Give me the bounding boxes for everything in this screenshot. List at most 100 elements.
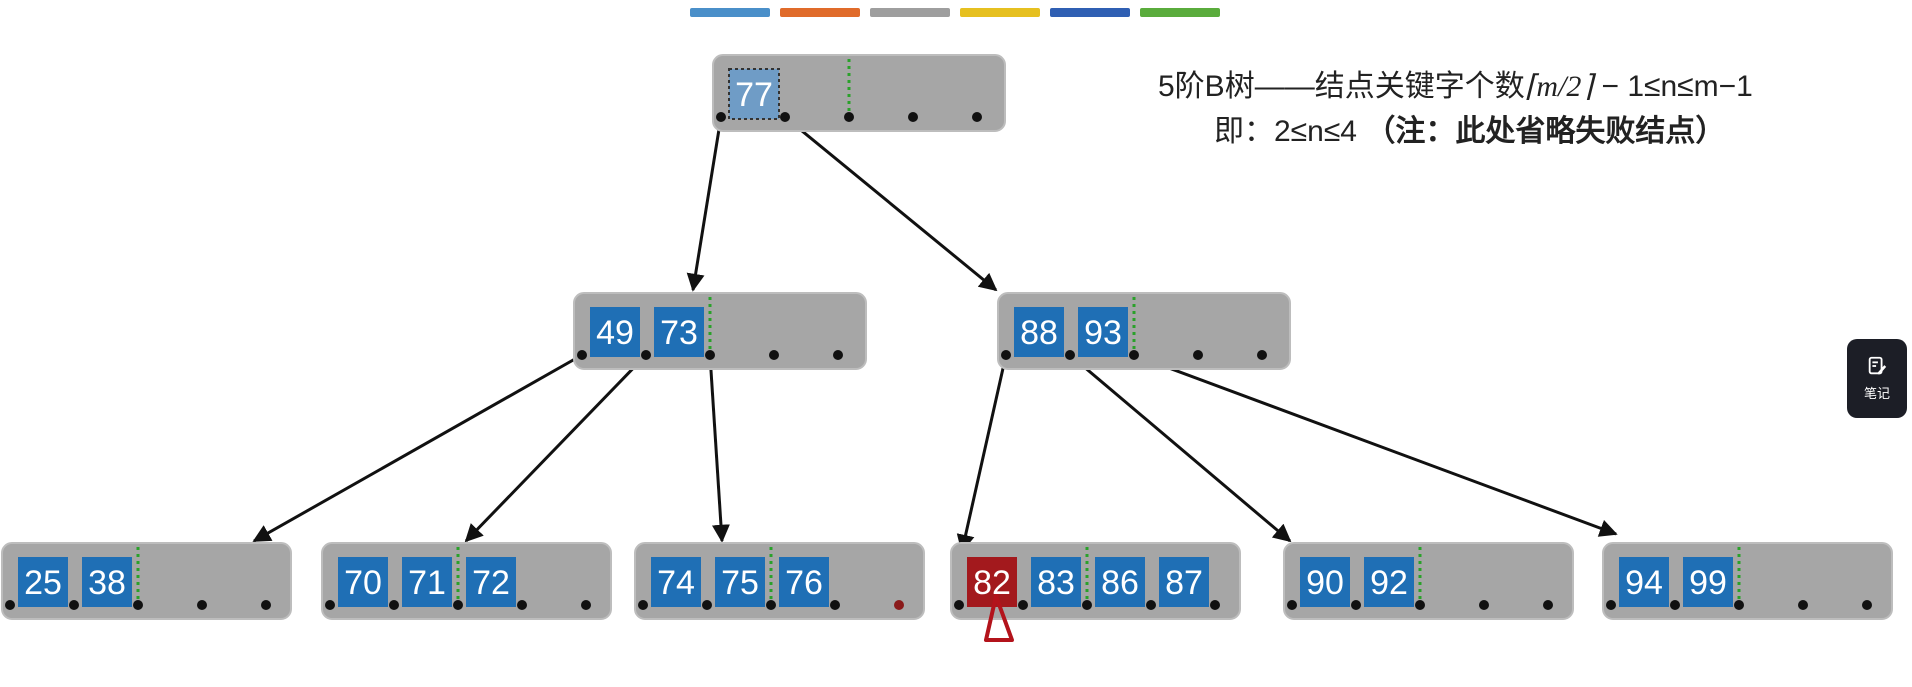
key-value: 83	[1037, 564, 1075, 602]
key-box	[338, 557, 388, 607]
key-value: 86	[1101, 564, 1139, 602]
key-box	[654, 307, 704, 357]
key-box	[651, 557, 701, 607]
child-pointer-dot	[1670, 600, 1680, 610]
child-pointer-dot	[453, 600, 463, 610]
caption-line-1-prefix: 5阶B树——结点关键字个数	[1158, 70, 1525, 103]
child-pointer-dot	[1606, 600, 1616, 610]
child-pointer-dot	[1415, 600, 1425, 610]
key-box	[590, 307, 640, 357]
child-pointer-dot	[1479, 600, 1489, 610]
child-pointer-dot	[1082, 600, 1092, 610]
child-pointer-dot	[780, 112, 790, 122]
child-pointer-dot	[261, 600, 271, 610]
child-pointer-dot	[716, 112, 726, 122]
key-box	[1364, 557, 1414, 607]
edge-l1-right-to-leaf-6	[1133, 353, 1618, 537]
child-pointer-dot	[1257, 350, 1267, 360]
child-pointer-dot	[908, 112, 918, 122]
child-pointer-dot	[638, 600, 648, 610]
progress-segment	[960, 8, 1040, 17]
key-box	[967, 557, 1017, 607]
child-pointer-dot	[1862, 600, 1872, 610]
node-background	[1602, 542, 1893, 620]
node-background	[573, 292, 867, 370]
insert-marker-layer	[984, 594, 1014, 642]
child-pointer-dot	[517, 600, 527, 610]
key-value: 38	[88, 564, 126, 602]
progress-bar	[690, 8, 1220, 17]
note-edit-icon	[1868, 356, 1887, 375]
edge-l1-left-to-leaf-3	[708, 354, 730, 543]
child-pointer-dot	[769, 350, 779, 360]
child-pointer-dot	[766, 600, 776, 610]
key-value: 87	[1165, 564, 1203, 602]
key-value: 82	[973, 564, 1011, 602]
caption-line-2-prefix: 即：2≤n≤4	[1214, 115, 1365, 148]
key-value: 49	[596, 314, 634, 352]
child-pointer-dot	[1129, 350, 1139, 360]
child-pointer-dot	[1734, 600, 1744, 610]
note-button[interactable]: 笔记	[1847, 339, 1907, 418]
tree-node-leaf-4: 82 83 86 87	[950, 542, 1241, 620]
key-box	[1014, 307, 1064, 357]
child-pointer-dot	[1193, 350, 1203, 360]
node-background	[1283, 542, 1574, 620]
key-box	[466, 557, 516, 607]
key-value: 93	[1084, 314, 1122, 352]
child-pointer-dot	[702, 600, 712, 610]
key-box	[715, 557, 765, 607]
progress-segment	[870, 8, 950, 17]
caption-line-2: 即：2≤n≤4 （注：此处省略失败结点）	[1214, 114, 1725, 148]
key-value: 70	[344, 564, 382, 602]
key-box	[1095, 557, 1145, 607]
key-value: 25	[24, 564, 62, 602]
child-pointer-dot	[972, 112, 982, 122]
child-pointer-dot	[389, 600, 399, 610]
insert-position-marker	[984, 594, 1014, 642]
edge-root-to-l1-left	[686, 116, 723, 292]
child-pointer-dot	[1146, 600, 1156, 610]
progress-segment	[1140, 8, 1220, 17]
key-value: 90	[1306, 564, 1344, 602]
edge-l1-right-to-leaf-5	[1069, 353, 1292, 543]
key-box	[728, 68, 780, 120]
node-background	[1, 542, 292, 620]
node-background	[997, 292, 1291, 370]
caption-line-1: 5阶B树——结点关键字个数⌈m/2⌉ − 1≤n≤m−1	[1158, 70, 1753, 103]
caption-line-2-note: （注：此处省略失败结点）	[1365, 114, 1725, 148]
child-pointer-dot	[325, 600, 335, 610]
child-pointer-dot	[830, 600, 840, 610]
key-value: 74	[657, 564, 695, 602]
edge-l1-right-to-leaf-4	[956, 354, 1008, 553]
child-pointer-dot	[1287, 600, 1297, 610]
child-pointer-dot	[133, 600, 143, 610]
caption-line-1-suffix: − 1≤n≤m−1	[1593, 70, 1753, 103]
key-value: 94	[1625, 564, 1663, 602]
tree-node-l1-left: 49 73	[573, 292, 867, 370]
child-pointer-dot	[1543, 600, 1553, 610]
child-pointer-dot	[1001, 350, 1011, 360]
child-pointer-dot	[954, 600, 964, 610]
edge-l1-left-to-leaf-1	[252, 353, 583, 543]
key-box	[1078, 307, 1128, 357]
child-pointer-dot	[844, 112, 854, 122]
node-background	[712, 54, 1006, 132]
key-box	[402, 557, 452, 607]
child-pointer-dot	[1018, 600, 1028, 610]
key-value: 75	[721, 564, 759, 602]
key-box	[1031, 557, 1081, 607]
key-box	[1619, 557, 1669, 607]
edge-l1-left-to-leaf-2	[464, 353, 648, 543]
key-value: 73	[660, 314, 698, 352]
key-value: 88	[1020, 314, 1058, 352]
progress-segment	[1050, 8, 1130, 17]
edge-root-to-l1-right	[784, 115, 998, 292]
caption-line-1-math: ⌈m/2⌉	[1525, 70, 1597, 103]
